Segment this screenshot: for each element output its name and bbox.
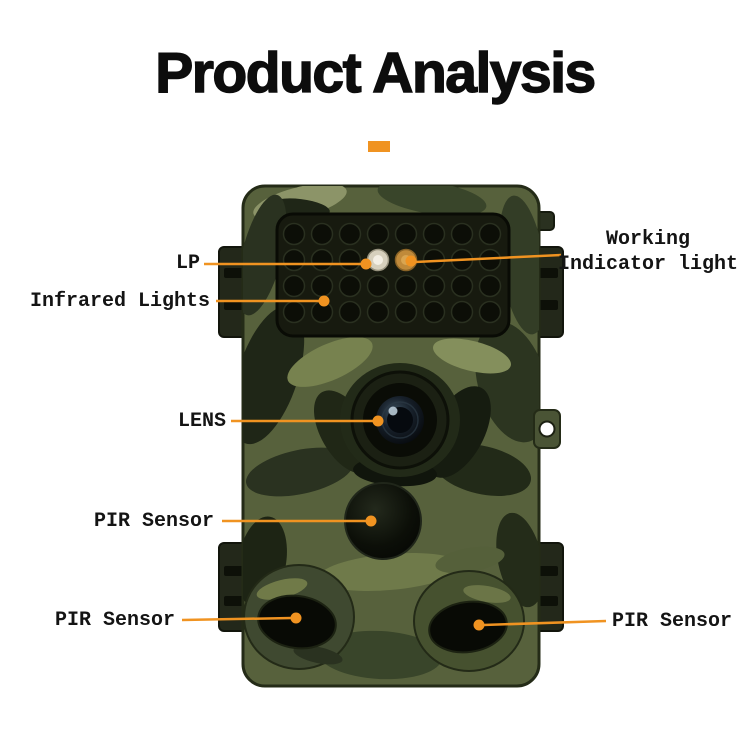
accent-dash bbox=[368, 141, 390, 152]
annotation-dots bbox=[290, 255, 485, 631]
annotation-lines bbox=[181, 253, 607, 627]
lens bbox=[340, 363, 460, 477]
label-working-line1: Working bbox=[605, 228, 690, 251]
label-lens: LENS bbox=[178, 410, 227, 433]
label-working-line2: Indicator light bbox=[557, 253, 739, 276]
label-lp: LP bbox=[175, 252, 200, 275]
page-title: Product Analysis bbox=[155, 40, 597, 105]
lp-lamp bbox=[366, 248, 390, 272]
label-pir-sensor-bottom-left: PIR Sensor bbox=[55, 609, 176, 632]
label-working-indicator: Working Indicator light bbox=[556, 227, 740, 277]
pir-sensor-right bbox=[428, 600, 508, 654]
infrared-leds bbox=[282, 222, 502, 324]
label-pir-sensor-bottom-right: PIR Sensor bbox=[612, 610, 733, 633]
label-infrared-lights: Infrared Lights bbox=[30, 290, 211, 313]
infrared-panel bbox=[275, 212, 511, 338]
label-pir-sensor-center: PIR Sensor bbox=[94, 510, 215, 533]
latch-slots bbox=[224, 268, 558, 606]
strap-hole-tab bbox=[533, 409, 561, 449]
